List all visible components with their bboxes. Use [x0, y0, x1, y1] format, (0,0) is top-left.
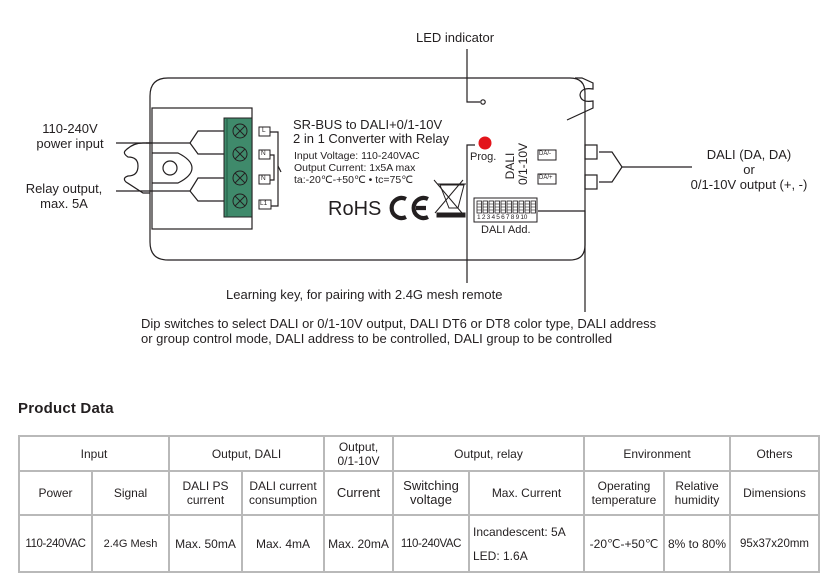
terminal-l: L	[262, 127, 266, 134]
analog-mode-label: 0/1-10V	[516, 142, 530, 186]
relay-output-label: Relay output, max. 5A	[25, 181, 103, 211]
table-row: 110-240VAC 2.4G Mesh Max. 50mA Max. 4mA …	[18, 514, 820, 573]
weee-bin-icon	[433, 179, 466, 218]
value-max-current: Incandescent: 5A LED: 1.6A	[468, 514, 585, 573]
dip-switch	[473, 197, 538, 223]
value-power: 110-240VAC	[18, 514, 93, 573]
group-output-dali: Output, DALI	[168, 435, 325, 472]
prog-led	[478, 136, 492, 150]
header-relative-humidity: Relative humidity	[663, 470, 731, 516]
product-data-table: Input Output, DALI Output, 0/1-10V Outpu…	[18, 435, 820, 573]
table-group-row: Input Output, DALI Output, 0/1-10V Outpu…	[18, 435, 820, 472]
terminal-da-plus: DA/+	[539, 175, 553, 181]
led-indicator-label: LED indicator	[416, 30, 495, 45]
ce-mark-icon	[389, 195, 429, 221]
product-data-title: Product Data	[18, 400, 114, 417]
terminal-n2: N	[261, 175, 266, 182]
value-switching-voltage: 110-240VAC	[392, 514, 470, 573]
terminal-l1: L1	[260, 200, 268, 207]
value-dali-current-consumption: Max. 4mA	[241, 514, 325, 573]
dali-address-label: DALI Add.	[481, 224, 531, 236]
group-input: Input	[18, 435, 170, 472]
header-power: Power	[18, 470, 93, 516]
power-input-label: 110-240V power input	[36, 121, 104, 151]
group-others: Others	[729, 435, 820, 472]
header-max-current: Max. Current	[468, 470, 585, 516]
right-mounting-tab	[566, 77, 594, 121]
group-environment: Environment	[583, 435, 731, 472]
device-housing	[149, 77, 586, 261]
value-dali-ps-current: Max. 50mA	[168, 514, 243, 573]
terminal-screws	[232, 123, 248, 209]
value-relative-humidity: 8% to 80%	[663, 514, 731, 573]
header-signal: Signal	[91, 470, 170, 516]
dip-switch-label: Dip switches to select DALI or 0/1-10V o…	[141, 316, 657, 346]
header-switching-voltage: Switching voltage	[392, 470, 470, 516]
cable-clamp	[152, 152, 193, 184]
learning-key-callout-line	[466, 144, 475, 283]
dip-callout-line	[538, 210, 586, 312]
rohs-mark: RoHS	[328, 198, 382, 220]
header-operating-temperature: Operating temperature	[583, 470, 665, 516]
terminal-da-minus: DA/-	[539, 151, 551, 157]
value-operating-temperature: -20℃-+50℃	[583, 514, 665, 573]
left-mounting-tab	[123, 142, 150, 194]
dip-numbers: 1 2 3 4 5 6 7 8 9 10	[477, 214, 528, 221]
led-callout-line	[466, 49, 480, 103]
header-current: Current	[323, 470, 394, 516]
group-output-analog: Output, 0/1-10V	[323, 435, 394, 472]
value-dimensions: 95x37x20mm	[729, 514, 820, 573]
prog-label: Prog.	[470, 151, 497, 163]
device-model-name: SR-BUS to DALI+0/1-10V 2 in 1 Converter …	[293, 117, 450, 146]
device-specs: Input Voltage: 110-240VAC Output Current…	[294, 150, 420, 186]
header-dali-ps-current: DALI PS current	[168, 470, 243, 516]
led-indicator-hole	[480, 99, 486, 105]
table-header-row: Power Signal DALI PS current DALI curren…	[18, 470, 820, 516]
clamp-screw	[162, 160, 178, 176]
terminal-n1: N	[261, 150, 266, 157]
dali-output-label: DALI (DA, DA) or 0/1-10V output (+, -)	[690, 147, 808, 192]
learning-key-label: Learning key, for pairing with 2.4G mesh…	[226, 287, 503, 302]
value-signal: 2.4G Mesh	[91, 514, 170, 573]
dali-output-wires	[599, 151, 692, 183]
header-dali-current-consumption: DALI current consumption	[241, 470, 325, 516]
value-analog-current: Max. 20mA	[323, 514, 394, 573]
group-output-relay: Output, relay	[392, 435, 585, 472]
header-dimensions: Dimensions	[729, 470, 820, 516]
device-diagram	[116, 49, 692, 312]
